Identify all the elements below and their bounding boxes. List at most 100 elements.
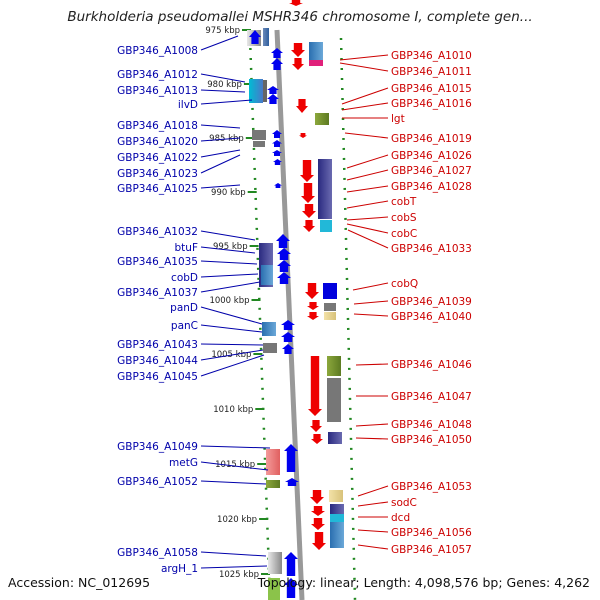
right-label-leader [346,216,389,221]
right-label-leader [347,229,389,249]
gene-block [330,522,344,548]
reverse-gene-arrow [311,518,325,530]
ruler-tick-label: 990 kbp [211,188,246,198]
left-gene-label: GBP346_A1035 [117,256,198,268]
gene-block [263,80,267,102]
right-label-leader [346,200,389,209]
left-label-leader [200,124,241,129]
right-gene-label: cobC [391,228,417,240]
forward-gene-arrow [282,344,294,354]
reverse-gene-arrow [296,99,308,113]
reverse-gene-arrow [299,133,307,138]
right-label-leader [355,423,389,427]
right-label-leader [346,154,389,169]
left-label-leader [200,551,267,557]
left-gene-label: GBP346_A1052 [117,476,198,488]
left-label-leader [200,89,246,93]
right-label-leader [353,313,389,317]
reverse-gene-arrow [311,506,325,516]
forward-gene-arrow [272,150,282,156]
right-label-leader [357,501,389,507]
left-gene-label: GBP346_A1032 [117,226,198,238]
gene-block [262,322,276,336]
forward-gene-arrow [267,94,279,104]
left-label-leader [200,246,256,254]
reverse-gene-arrow [302,204,316,218]
reverse-gene-arrow [305,283,319,299]
left-gene-label: metG [169,457,198,469]
ruler-tick-label: 1010 kbp [213,405,253,415]
ruler-tick-label: 1015 kbp [215,460,255,470]
ruler-tick-label: 975 kbp [205,26,240,36]
forward-gene-arrow [276,234,290,248]
left-label-leader [200,260,258,265]
reverse-gene-arrow [310,490,324,504]
left-gene-label: panC [171,320,198,332]
right-label-leader [357,485,389,497]
left-label-leader [200,565,268,569]
forward-gene-arrow [277,248,291,260]
right-gene-label: GBP346_A1053 [391,481,472,493]
right-gene-label: GBP346_A1040 [391,311,472,323]
right-label-leader [352,282,389,291]
right-gene-label: sodC [391,497,417,509]
left-label-leader [200,480,267,485]
left-gene-label: GBP346_A1044 [117,355,198,367]
right-gene-label: dcd [391,512,410,524]
right-label-leader [346,223,389,234]
right-gene-label: GBP346_A1010 [391,50,472,62]
left-label-leader [200,137,241,142]
right-label-leader [357,544,389,550]
right-gene-label: GBP346_A1039 [391,296,472,308]
left-label-leader [200,154,241,174]
left-label-leader [200,349,264,361]
right-label-leader [355,363,389,366]
left-label-leader [200,184,241,189]
forward-gene-arrow [271,58,283,70]
right-gene-label: cobS [391,212,417,224]
right-gene-label: cobT [391,196,417,208]
left-gene-label: panD [170,302,198,314]
left-guide-line [248,37,272,600]
left-gene-label: GBP346_A1037 [117,287,198,299]
left-gene-label: ilvD [178,99,198,111]
left-label-leader [200,273,259,278]
right-gene-label: GBP346_A1019 [391,133,472,145]
right-gene-label: GBP346_A1033 [391,243,472,255]
ruler-tick-label: 1020 kbp [217,515,257,525]
reverse-gene-arrow [301,183,315,203]
genome-summary-text: Topology: linear; Length: 4,098,576 bp; … [257,575,590,590]
gene-block [324,312,336,320]
right-label-leader [355,437,389,440]
gene-block [252,130,266,140]
gene-block [249,79,263,103]
right-gene-label: GBP346_A1047 [391,391,472,403]
gene-block [320,220,332,232]
strand-guide-lines [248,37,357,600]
left-label-leader [200,354,265,377]
left-label-leader [200,99,253,105]
gene-block [330,514,344,522]
left-gene-label: GBP346_A1020 [117,136,198,148]
right-label-leader [353,300,389,305]
forward-gene-arrow [249,30,261,44]
gene-block [329,490,343,502]
reverse-gene-arrow [307,312,319,320]
gene-block [268,578,280,600]
gene-block [315,113,329,125]
right-label-leader [341,87,389,105]
forward-gene-arrow [277,272,291,284]
left-label-leader [200,73,246,83]
right-label-leader [346,169,389,181]
left-gene-label: GBP346_A1049 [117,441,198,453]
right-label-leader [339,62,389,72]
left-gene-label: GBP346_A1018 [117,120,198,132]
right-label-leader [341,102,389,111]
right-label-leader [339,54,389,61]
map-title: Burkholderia pseudomallei MSHR346 chromo… [67,9,533,25]
reverse-gene-arrow [303,220,315,232]
right-gene-label: GBP346_A1011 [391,66,472,78]
left-label-leader [200,343,264,346]
gene-features [247,0,344,600]
left-label-leaders: GBP346_A1008GBP346_A1012GBP346_A1013ilvD… [117,35,271,575]
